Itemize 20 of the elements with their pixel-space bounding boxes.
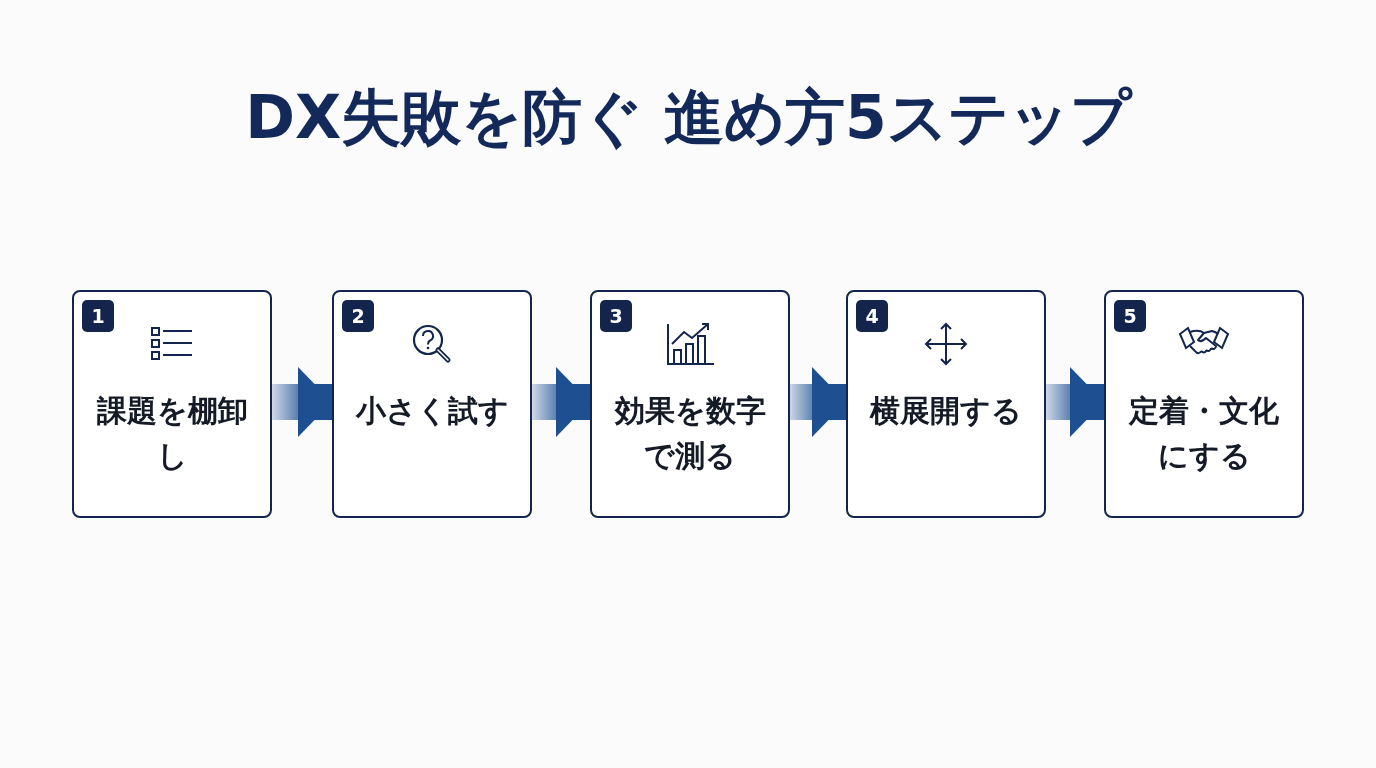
step-label: 定着・文化にする — [1127, 392, 1280, 475]
step-label: 効果を数字で測る — [613, 392, 767, 475]
step-number: 4 — [856, 300, 888, 332]
step-label: 課題を棚卸し — [95, 392, 249, 475]
arrow — [272, 367, 332, 437]
step-box — [72, 290, 272, 518]
step-number: 1 — [82, 300, 114, 332]
arrow — [532, 367, 590, 437]
step-box — [590, 290, 790, 518]
step-label: 横展開する — [868, 392, 1023, 430]
step-box — [1104, 290, 1304, 518]
step-number: 2 — [342, 300, 374, 332]
step-number: 3 — [600, 300, 632, 332]
step-box — [846, 290, 1046, 518]
step-label: 小さく試す — [354, 392, 510, 430]
step-box — [332, 290, 532, 518]
title: DX失敗を防ぐ 進め方5ステップ — [244, 81, 1134, 154]
step-number: 5 — [1114, 300, 1146, 332]
arrow — [790, 367, 846, 437]
arrow — [1046, 367, 1104, 437]
